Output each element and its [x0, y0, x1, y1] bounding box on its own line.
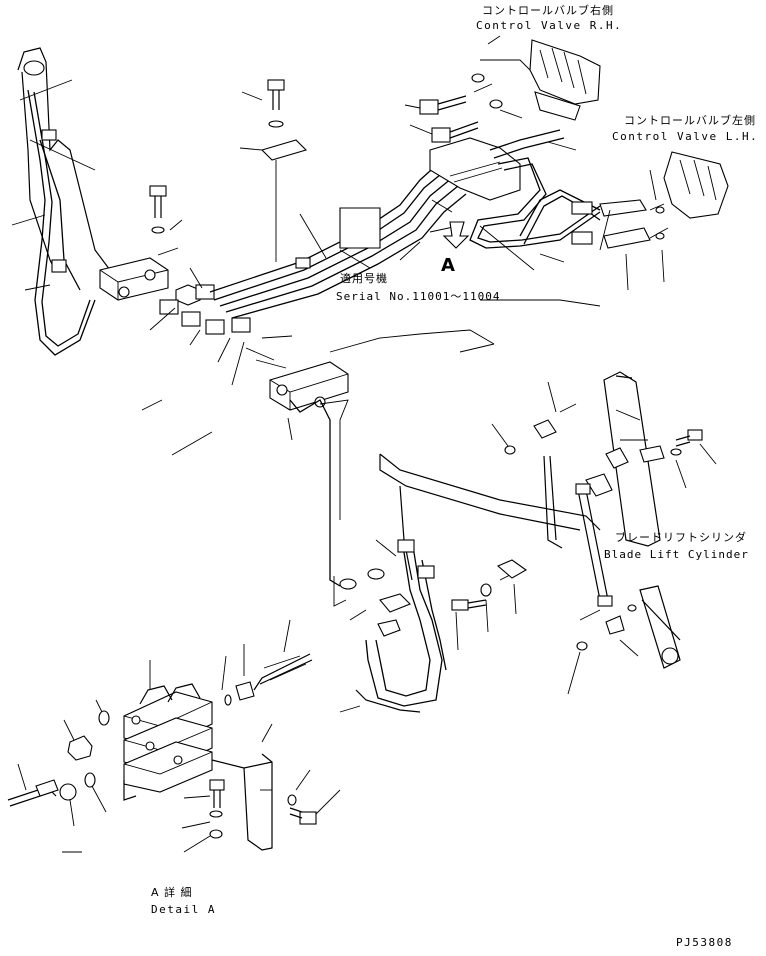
bolt-bracket-top — [239, 79, 308, 262]
main-pipe-bundle — [209, 161, 467, 319]
blade-pipe-loop — [339, 453, 601, 713]
central-valve-block — [245, 347, 385, 607]
bolt-mid-left — [149, 185, 167, 234]
view-marker-a: A — [441, 255, 455, 276]
control-valve-lh — [599, 151, 729, 291]
drawing-number: PJ53808 — [676, 936, 733, 949]
control-valve-lh-label-en: Control Valve L.H. — [612, 130, 759, 143]
detail-a-label-en: Detail A — [151, 903, 216, 916]
detail-a-assembly — [7, 619, 341, 853]
blade-lift-cylinder-label-jp: ブレードリフトシリンダ — [615, 531, 747, 544]
left-valve-block — [99, 219, 293, 456]
rh-valve-fittings — [399, 83, 601, 271]
left-cylinder — [11, 47, 121, 356]
detail-a-label-jp: A 詳 細 — [151, 886, 193, 899]
blade-lift-cylinder — [491, 371, 717, 695]
applicable-serial-label-jp: 適用号機 — [340, 272, 388, 285]
blade-lift-cylinder-label-en: Blade Lift Cylinder — [604, 548, 749, 561]
control-valve-rh — [471, 35, 601, 121]
serial-range-label: Serial No.11001～11004 — [336, 290, 501, 303]
frame-outline — [329, 299, 601, 353]
control-valve-lh-label-jp: コントロールバルブ左側 — [624, 114, 756, 127]
control-valve-rh-label-jp: コントロールバルブ右側 — [482, 4, 614, 17]
control-valve-rh-label-en: Control Valve R.H. — [476, 19, 623, 32]
view-arrow-a — [442, 221, 470, 249]
